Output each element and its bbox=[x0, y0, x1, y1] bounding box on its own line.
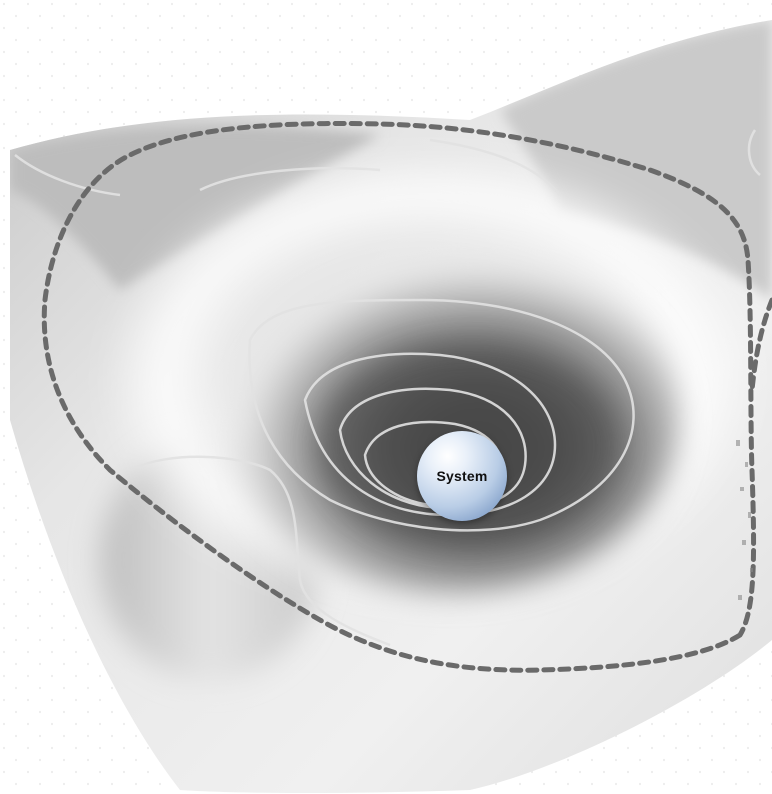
system-ball: System bbox=[417, 431, 507, 521]
edge-speckles bbox=[736, 440, 753, 600]
contour-lines bbox=[14, 129, 761, 647]
system-label: System bbox=[436, 468, 488, 484]
dashed-boundary bbox=[41, 121, 772, 673]
